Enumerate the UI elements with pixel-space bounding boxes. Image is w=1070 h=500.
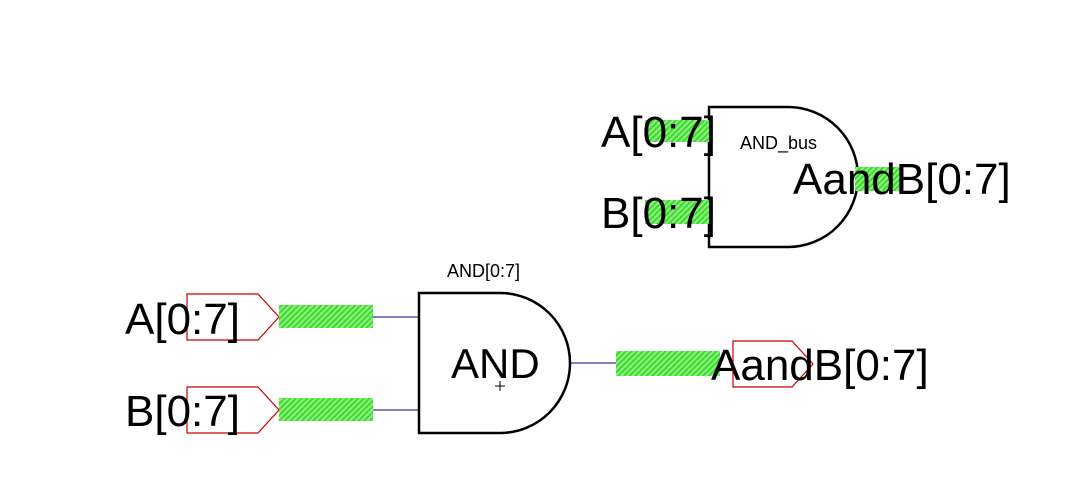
and-bus-symbol[interactable]: AND_bus A[0:7] B[0:7] AandB[0:7]	[601, 105, 1011, 249]
output-port-shape	[732, 340, 814, 388]
symbol-pin-a-bus	[645, 120, 713, 142]
and-schematic: AND[0:7] A[0:7] B[0:7] AND AandB[0	[125, 261, 929, 436]
and-gate-body	[417, 291, 572, 435]
and-gate[interactable]: AND	[417, 291, 572, 435]
input-port-b[interactable]: B[0:7]	[125, 386, 280, 436]
symbol-pin-out-label: AandB[0:7]	[793, 155, 1011, 204]
symbol-pin-out-bus	[855, 167, 903, 191]
output-port-label: AandB[0:7]	[711, 341, 929, 390]
output-port[interactable]: AandB[0:7]	[711, 340, 929, 390]
and-gate-label: AND	[451, 340, 540, 387]
input-port-b-label: B[0:7]	[125, 387, 240, 436]
bus-segment-a[interactable]	[279, 305, 373, 328]
input-port-a-shape	[186, 293, 280, 341]
symbol-pin-a-label: A[0:7]	[601, 108, 716, 157]
input-port-a-label: A[0:7]	[125, 295, 240, 344]
input-port-a[interactable]: A[0:7]	[125, 293, 280, 344]
instance-name-label: AND[0:7]	[447, 261, 520, 281]
bus-segment-b[interactable]	[279, 398, 373, 421]
input-port-b-shape	[186, 386, 280, 434]
bus-segment-out[interactable]	[616, 351, 720, 376]
symbol-pin-b-bus	[645, 200, 713, 224]
symbol-pin-b-label: B[0:7]	[601, 189, 716, 238]
symbol-title: AND_bus	[740, 133, 817, 154]
